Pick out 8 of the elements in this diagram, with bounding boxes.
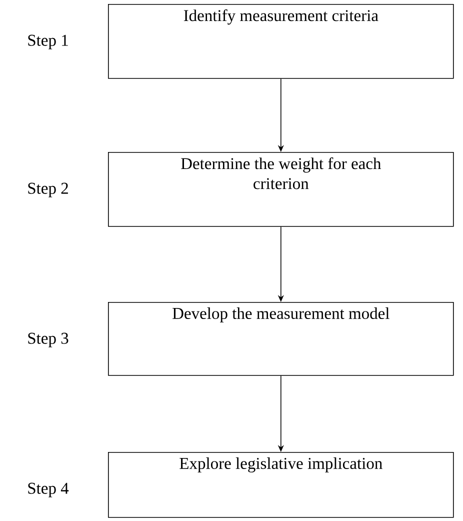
process-box: Determine the weight for each criterion	[108, 152, 454, 227]
step-label: Step 2	[28, 182, 68, 198]
process-box: Identify measurement criteria	[108, 4, 454, 79]
step-label: Step 1	[28, 34, 68, 50]
step-label: Step 4	[28, 482, 69, 498]
process-box: Develop the measurement model	[108, 302, 454, 376]
process-box: Explore legislative implication	[108, 452, 454, 518]
step-label: Step 3	[28, 332, 68, 348]
